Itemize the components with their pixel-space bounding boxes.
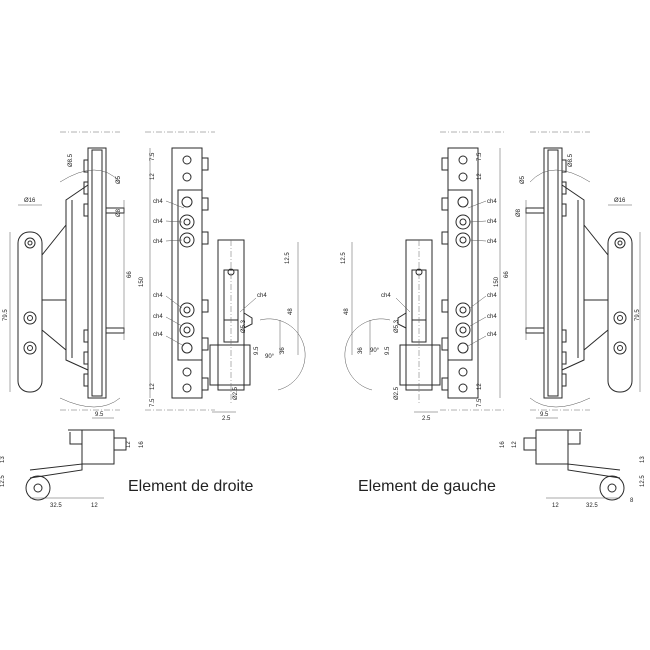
dim-d8-left: Ø8 [516,208,522,217]
right-element-drawing: 79.5 Ø16 Ø8.5 Ø5 Ø8 66 [0,131,306,509]
dim-150-left: 150 [494,276,500,287]
dim-d2-5-left: Ø2.5 [394,386,400,400]
right-ch4-callouts: ch4 ch4 ch4 ch4 ch4 ch4 ch4 [153,199,267,347]
dim-12-5-bottom-left: 12.5 [640,475,646,487]
dim-d8-5: Ø8.5 [68,153,74,167]
caption-left-element: Element de gauche [358,478,496,495]
right-front-view [171,147,306,405]
right-side-dimensions: 79.5 Ø16 Ø8.5 Ø5 Ø8 66 [3,153,133,392]
ch4-label-4: ch4 [153,293,163,299]
dim-48: 48 [288,308,294,315]
dim-2-5-left: 2.5 [422,416,431,422]
dim-79-5-left: 79.5 [635,309,641,321]
dim-12-bottom: 12 [150,383,156,390]
dim-12-5-left: 12.5 [341,252,347,264]
left-front-dimensions: 7.5 12 150 12 7.5 12.5 48 36 90° 9.5 Ø5.… [341,148,501,422]
ch4-label-l7: ch4 [381,293,391,299]
dim-36: 36 [280,347,286,354]
dim-150: 150 [139,276,145,287]
ch4-label-7: ch4 [257,293,267,299]
dim-36-left: 36 [358,347,364,354]
dim-d2-5: Ø2.5 [233,386,239,400]
ch4-label-l2: ch4 [487,219,497,225]
dim-32-5-left: 32.5 [586,503,598,509]
dim-79-5: 79.5 [3,309,9,321]
right-side-profile [17,147,125,408]
dim-2-5: 2.5 [222,416,231,422]
left-top-view: 9.5 12 16 13 12.5 12 32.5 8 [500,412,646,509]
left-element-drawing: 79.5 Ø16 Ø8.5 Ø5 Ø8 66 [341,131,646,509]
dim-9-5-left: 9.5 [385,346,391,355]
ch4-label-l5: ch4 [487,314,497,320]
ch4-label-5: ch4 [153,314,163,320]
dim-7-5-top: 7.5 [150,152,156,161]
dim-12-bottom-view-left: 12 [552,503,559,509]
ch4-label-l3: ch4 [487,239,497,245]
dim-12-top-left: 12 [477,173,483,180]
dim-d5-3-left: Ø5.3 [394,319,400,333]
left-side-profile [525,147,633,408]
left-ch4-callouts: ch4 ch4 ch4 ch4 ch4 ch4 ch4 [381,199,497,347]
right-top-view: 9.5 12 16 13 12.5 32.5 12 [0,412,145,509]
left-side-dimensions: 79.5 Ø16 Ø8.5 Ø5 Ø8 66 [504,153,641,392]
dim-d8-5-left: Ø8.5 [568,153,574,167]
ch4-label-6: ch4 [153,332,163,338]
dim-d16-left: Ø16 [614,198,626,204]
dim-d8: Ø8 [116,208,122,217]
dim-66-left: 66 [504,271,510,278]
dim-13-left: 13 [640,456,646,463]
caption-right-element: Element de droite [128,478,254,495]
ch4-label-3: ch4 [153,239,163,245]
dim-9-5-bottom-left: 9.5 [540,412,549,418]
dim-7-5-bottom: 7.5 [150,398,156,407]
ch4-label-l6: ch4 [487,332,497,338]
dim-9-5: 9.5 [254,346,260,355]
left-front-view [344,147,479,405]
dim-8-left: 8 [630,498,634,504]
dim-12-5-bottom: 12.5 [0,475,6,487]
dim-d5-3: Ø5.3 [241,319,247,333]
dim-12-bottom-view: 12 [91,503,98,509]
dim-90-deg: 90° [265,354,275,360]
dim-16: 16 [139,441,145,448]
dim-32-5: 32.5 [50,503,62,509]
dim-12-side: 12 [126,441,132,448]
dim-12-5: 12.5 [285,252,291,264]
dim-7-5-bottom-left: 7.5 [477,398,483,407]
ch4-label-2: ch4 [153,219,163,225]
ch4-label-l4: ch4 [487,293,497,299]
dim-12-side-left: 12 [512,441,518,448]
right-front-dimensions: 7.5 12 150 12 7.5 12.5 48 36 90° 9.5 Ø5.… [139,148,299,422]
dim-7-5-top-left: 7.5 [477,152,483,161]
dim-90-deg-left: 90° [370,348,380,354]
dim-16-left: 16 [500,441,506,448]
dim-48-left: 48 [344,308,350,315]
dim-9-5-bottom: 9.5 [95,412,104,418]
dim-d5-left: Ø5 [520,175,526,184]
dim-13: 13 [0,456,6,463]
dim-12-bottom-left: 12 [477,383,483,390]
ch4-label-l1: ch4 [487,199,497,205]
dim-66: 66 [127,271,133,278]
dim-d16: Ø16 [24,198,36,204]
dim-d5: Ø5 [116,175,122,184]
dim-12-top: 12 [150,173,156,180]
ch4-label-1: ch4 [153,199,163,205]
